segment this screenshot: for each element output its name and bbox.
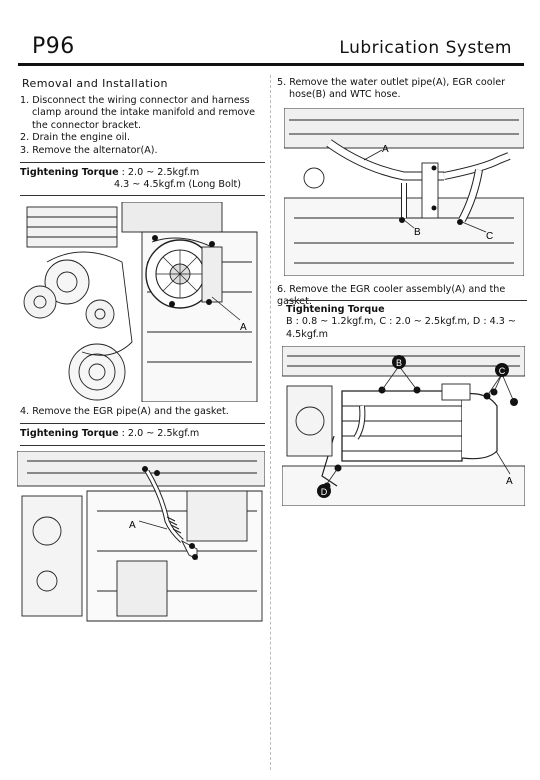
figure3-callout-a: A xyxy=(382,144,389,155)
torque3-rule-top xyxy=(286,300,527,301)
torque3-label: Tightening Torque xyxy=(286,304,385,315)
torque2-rule-bottom xyxy=(20,445,265,446)
figure3-callout-c: C xyxy=(486,231,493,242)
step-6: 6. Remove the EGR cooler assembly(A) and… xyxy=(277,284,506,308)
section-heading: Removal and Installation xyxy=(22,77,168,90)
figure4-callout-b: B xyxy=(396,358,402,368)
page-number: P96 xyxy=(32,34,75,59)
torque2-value: : 2.0 ~ 2.5kgf.m xyxy=(118,428,200,439)
header-rule xyxy=(18,63,524,66)
alternator-figure: A xyxy=(22,202,265,402)
step-5: 5. Remove the water outlet pipe(A), EGR … xyxy=(277,77,506,101)
torque-value: : 2.0 ~ 2.5kgf.m xyxy=(118,167,200,178)
step-4: 4. Remove the EGR pipe(A) and the gasket… xyxy=(20,406,229,417)
egr-cooler-figure: B C D A xyxy=(282,346,525,506)
torque-value-long-bolt: 4.3 ~ 4.5kgf.m (Long Bolt) xyxy=(114,179,242,191)
figure4-callout-d: D xyxy=(321,487,328,497)
torque-rule-bottom xyxy=(20,195,265,196)
torque-box-1: Tightening Torque : 2.0 ~ 2.5kgf.m 4.3 ~… xyxy=(20,167,265,192)
step-1: 1. Disconnect the wiring connector and h… xyxy=(20,95,255,131)
torque2-label: Tightening Torque xyxy=(20,428,119,439)
column-divider xyxy=(270,75,271,770)
section-title: Lubrication System xyxy=(339,38,512,58)
figure4-callout-c: C xyxy=(499,366,506,376)
step-2: 2. Drain the engine oil. xyxy=(20,132,131,144)
torque2-rule-top xyxy=(20,423,265,424)
torque-rule-top xyxy=(20,162,265,163)
figure3-callout-b: B xyxy=(414,227,421,238)
step-3: 3. Remove the alternator(A). xyxy=(20,144,158,156)
figure2-callout-a: A xyxy=(129,520,136,531)
torque-box-2: Tightening Torque : 2.0 ~ 2.5kgf.m xyxy=(20,428,265,440)
figure4-callout-a: A xyxy=(506,476,513,487)
steps-list: 1. Disconnect the wiring connector and h… xyxy=(20,95,268,157)
torque-label: Tightening Torque xyxy=(20,167,119,178)
egr-pipe-figure: A xyxy=(17,451,265,623)
torque-box-3: Tightening Torque B : 0.8 ~ 1.2kgf.m, C … xyxy=(286,304,536,341)
torque3-value: B : 0.8 ~ 1.2kgf.m, C : 2.0 ~ 2.5kgf.m, … xyxy=(286,316,516,340)
figure1-callout-a: A xyxy=(240,322,247,333)
water-outlet-figure: A B C xyxy=(284,108,524,276)
